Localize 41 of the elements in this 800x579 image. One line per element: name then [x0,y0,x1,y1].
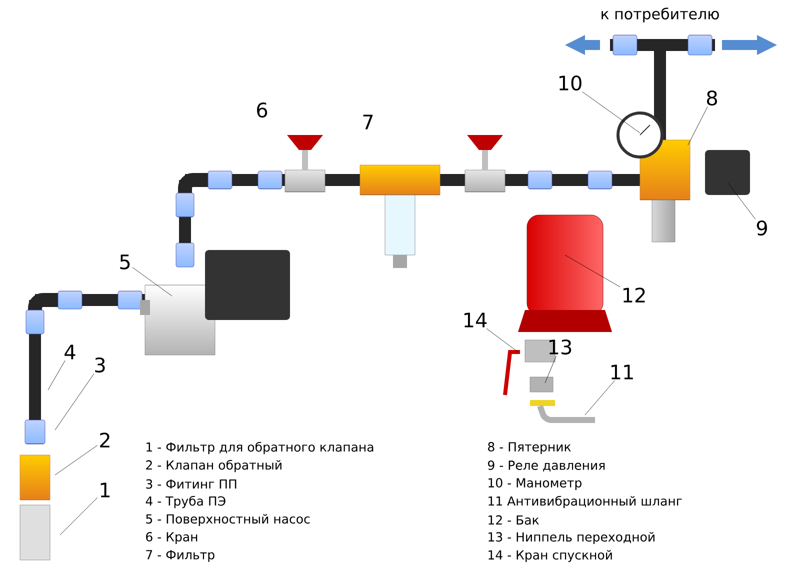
leader-line [48,360,66,390]
legend-entry: 9 - Реле давления [488,460,605,472]
callout-number: 13 [549,339,572,355]
leader-line [132,267,172,296]
legend-entry: 6 - Кран [146,532,198,544]
callout-number: 3 [95,357,105,373]
legend-entry: 2 - Клапан обратный [146,460,282,472]
legend-entry: 3 - Фитинг ПП [146,479,236,489]
leader-line [54,374,94,430]
callout-number: 6 [257,102,268,118]
callout-number: 7 [363,114,373,130]
heading-text: к потребителю [602,8,719,22]
leader-line [486,328,518,352]
legend-entry: 10 - Манометр [488,478,582,490]
legend-entry: 12 - Бак [488,515,539,525]
leader-line [564,254,620,288]
leader-line [584,380,615,416]
callout-number: 12 [623,288,645,302]
callout-number: 8 [707,90,717,106]
legend-entry: 13 - Ниппель переходной [488,532,654,544]
legend-entry: 8 - Пятерник [488,442,571,454]
callout-number: 14 [464,312,487,328]
callout-number: 4 [64,344,76,360]
legend-entry: 1 - Фильтр для обратного клапана [146,442,374,454]
callout-number: 11 [611,364,633,380]
legend-entry: 7 - Фильтр [146,550,214,562]
callout-number: 2 [100,432,110,448]
callout-number: 10 [559,75,582,91]
leader-line [54,445,98,476]
leader-line [728,182,756,220]
leader-line [60,497,98,536]
legend-entry: 4 - Труба ПЭ [146,496,226,508]
legend-entry: 11 Антивибрационный шланг [488,496,682,508]
leader-line [582,92,640,134]
legend-entry: 5 - Поверхностный насос [146,514,310,526]
callout-number: 1 [100,482,110,498]
leader-line [688,106,708,146]
callout-number: 9 [756,220,767,236]
callout-number: 5 [120,254,130,270]
legend-entry: 14 - Кран спускной [488,550,612,562]
leader-line [544,356,557,384]
